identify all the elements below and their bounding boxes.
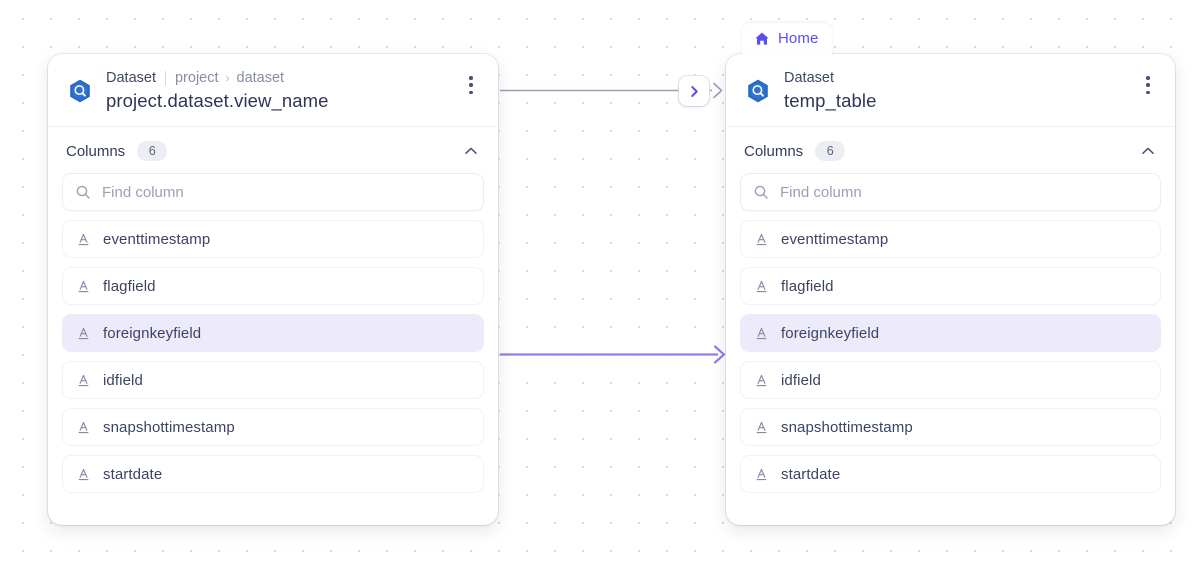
column-name: flagfield xyxy=(781,277,834,295)
column-name: foreignkeyfield xyxy=(781,324,880,342)
target-card-title: temp_table xyxy=(784,90,877,111)
column-connector-arrowhead xyxy=(713,345,726,364)
target-column-idfield[interactable]: idfield xyxy=(740,361,1161,399)
string-type-icon xyxy=(756,374,767,386)
string-type-icon xyxy=(756,233,767,245)
breadcrumb-kind: Dataset xyxy=(784,70,834,86)
source-column-eventtimestamp[interactable]: eventtimestamp xyxy=(62,220,484,258)
source-search-input[interactable] xyxy=(102,183,471,201)
bigquery-dataset-icon xyxy=(748,79,768,103)
column-name: flagfield xyxy=(103,277,156,295)
column-name: foreignkeyfield xyxy=(103,324,202,342)
string-type-icon xyxy=(78,327,89,339)
source-card-title: project.dataset.view_name xyxy=(106,90,329,111)
target-columns-header[interactable]: Columns 6 xyxy=(726,127,1175,173)
column-name: idfield xyxy=(781,371,821,389)
target-column-foreignkeyfield[interactable]: foreignkeyfield xyxy=(740,314,1161,352)
breadcrumb-segment-dataset[interactable]: dataset xyxy=(236,70,285,86)
chevron-right-icon xyxy=(690,85,698,97)
tab-home[interactable]: Home xyxy=(742,23,833,54)
breadcrumb-kind: Dataset xyxy=(106,70,156,86)
source-column-foreignkeyfield[interactable]: foreignkeyfield xyxy=(62,314,484,352)
column-name: snapshottimestamp xyxy=(781,418,913,436)
column-name: startdate xyxy=(103,465,163,483)
target-card-body: eventtimestamp flagfield foreignkeyfield id… xyxy=(726,173,1175,507)
string-type-icon xyxy=(78,374,89,386)
source-search-box[interactable] xyxy=(62,173,484,211)
target-breadcrumb: Dataset xyxy=(784,69,877,87)
source-card-body: eventtimestamp flagfield foreignkeyfield id… xyxy=(48,173,498,507)
chevron-right-separator-icon: › xyxy=(225,71,230,85)
column-name: snapshottimestamp xyxy=(103,418,235,436)
target-search-input[interactable] xyxy=(780,183,1148,201)
source-dataset-card[interactable]: Dataset project › dataset project.datase… xyxy=(48,54,498,525)
source-column-flagfield[interactable]: flagfield xyxy=(62,267,484,305)
source-kebab-menu-icon[interactable] xyxy=(462,74,480,96)
search-icon xyxy=(754,185,768,199)
source-columns-count: 6 xyxy=(137,141,168,161)
target-card-header: Dataset temp_table xyxy=(726,54,1175,127)
string-type-icon xyxy=(756,468,767,480)
column-name: startdate xyxy=(781,465,841,483)
source-column-snapshottimestamp[interactable]: snapshottimestamp xyxy=(62,408,484,446)
connector-expand-badge[interactable] xyxy=(679,76,709,106)
tab-home-label: Home xyxy=(778,30,819,47)
string-type-icon xyxy=(78,280,89,292)
string-type-icon xyxy=(756,421,767,433)
source-card-header: Dataset project › dataset project.datase… xyxy=(48,54,498,127)
string-type-icon xyxy=(78,233,89,245)
string-type-icon xyxy=(78,421,89,433)
breadcrumb-segment-project[interactable]: project xyxy=(174,70,219,86)
target-column-startdate[interactable]: startdate xyxy=(740,455,1161,493)
header-connector-arrowhead xyxy=(713,82,723,99)
search-icon xyxy=(76,185,90,199)
source-column-idfield[interactable]: idfield xyxy=(62,361,484,399)
target-column-snapshottimestamp[interactable]: snapshottimestamp xyxy=(740,408,1161,446)
column-name: idfield xyxy=(103,371,143,389)
chevron-up-icon[interactable] xyxy=(1139,142,1157,160)
target-column-flagfield[interactable]: flagfield xyxy=(740,267,1161,305)
breadcrumb-divider xyxy=(164,70,166,86)
chevron-up-icon[interactable] xyxy=(462,142,480,160)
bigquery-dataset-icon xyxy=(70,79,90,103)
source-breadcrumb: Dataset project › dataset xyxy=(106,69,329,87)
string-type-icon xyxy=(756,280,767,292)
source-columns-header[interactable]: Columns 6 xyxy=(48,127,498,173)
string-type-icon xyxy=(78,468,89,480)
target-column-list: eventtimestamp flagfield foreignkeyfield id… xyxy=(740,220,1161,493)
target-search-box[interactable] xyxy=(740,173,1161,211)
string-type-icon xyxy=(756,327,767,339)
target-kebab-menu-icon[interactable] xyxy=(1139,74,1157,96)
column-name: eventtimestamp xyxy=(781,230,889,248)
target-dataset-card[interactable]: Dataset temp_table Columns 6 eventtimest… xyxy=(726,54,1175,525)
target-column-eventtimestamp[interactable]: eventtimestamp xyxy=(740,220,1161,258)
source-column-startdate[interactable]: startdate xyxy=(62,455,484,493)
home-icon xyxy=(755,32,769,45)
target-columns-count: 6 xyxy=(815,141,846,161)
column-name: eventtimestamp xyxy=(103,230,211,248)
source-column-list: eventtimestamp flagfield foreignkeyfield id… xyxy=(62,220,484,493)
source-columns-label: Columns xyxy=(66,142,126,160)
target-columns-label: Columns xyxy=(744,142,804,160)
